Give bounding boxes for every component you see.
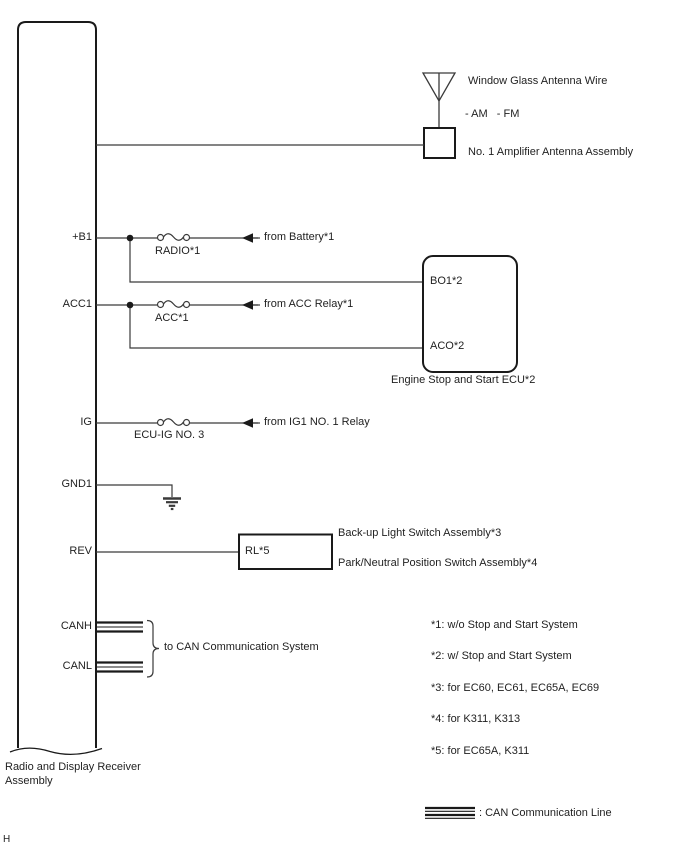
can-legend-label: : CAN Communication Line bbox=[479, 807, 612, 819]
device-caption-line1: Radio and Display Receiver bbox=[5, 761, 141, 773]
can-brace bbox=[146, 619, 160, 678]
acc1-circuit bbox=[96, 300, 423, 349]
acc1-junction-dot bbox=[126, 301, 134, 309]
ecu-pin-aco: ACO*2 bbox=[430, 340, 465, 352]
rev-relay-box bbox=[238, 533, 333, 570]
terminal-ig: IG bbox=[80, 416, 92, 428]
terminal-b1: +B1 bbox=[72, 231, 92, 243]
backup-light-switch-label: Back-up Light Switch Assembly*3 bbox=[338, 527, 502, 539]
ecu-box bbox=[422, 255, 518, 373]
device-caption-line2: Assembly bbox=[5, 775, 53, 787]
fuse-acc-label: ACC*1 bbox=[155, 312, 189, 324]
fuse-ecu-ig-label: ECU-IG NO. 3 bbox=[134, 429, 205, 441]
gnd1-circuit bbox=[96, 484, 181, 511]
canh-line bbox=[96, 621, 143, 633]
b1-circuit bbox=[96, 233, 423, 283]
amplifier-box bbox=[423, 127, 456, 159]
antenna-symbol bbox=[421, 72, 457, 128]
terminal-gnd1: GND1 bbox=[61, 478, 92, 490]
footnote-2: *2: w/ Stop and Start System bbox=[431, 650, 572, 662]
antenna-bands-label: - AM - FM bbox=[465, 108, 520, 120]
footnote-3: *3: for EC60, EC61, EC65A, EC69 bbox=[431, 682, 600, 694]
ig-circuit bbox=[96, 418, 260, 427]
terminal-canl: CANL bbox=[62, 660, 92, 672]
can-legend-symbol bbox=[425, 806, 475, 819]
park-neutral-switch-label: Park/Neutral Position Switch Assembly*4 bbox=[338, 557, 538, 569]
break-wave bbox=[9, 747, 103, 756]
ecu-pin-bo1: BO1*2 bbox=[430, 275, 463, 287]
ig-arrow-icon bbox=[242, 418, 253, 428]
can-destination-label: to CAN Communication System bbox=[164, 641, 319, 653]
window-glass-antenna-label: Window Glass Antenna Wire bbox=[468, 75, 608, 87]
amplifier-assembly-label: No. 1 Amplifier Antenna Assembly bbox=[468, 146, 634, 158]
rev-relay-label: RL*5 bbox=[245, 545, 270, 557]
ecu-caption: Engine Stop and Start ECU*2 bbox=[391, 374, 536, 386]
footnote-5: *5: for EC65A, K311 bbox=[431, 745, 530, 757]
b1-arrow-icon bbox=[242, 233, 253, 243]
terminal-rev: REV bbox=[69, 545, 92, 557]
footnote-4: *4: for K311, K313 bbox=[431, 713, 521, 725]
page-marker: H bbox=[3, 834, 11, 845]
from-acc-relay-label: from ACC Relay*1 bbox=[264, 298, 354, 310]
fuse-radio-label: RADIO*1 bbox=[155, 245, 201, 257]
acc1-arrow-icon bbox=[242, 300, 253, 310]
b1-junction-dot bbox=[126, 234, 134, 242]
from-ig1-relay-label: from IG1 NO. 1 Relay bbox=[264, 416, 370, 428]
from-battery-label: from Battery*1 bbox=[264, 231, 335, 243]
terminal-acc1: ACC1 bbox=[62, 298, 92, 310]
radio-receiver-box-outline bbox=[9, 21, 103, 756]
canl-line bbox=[96, 661, 143, 673]
terminal-canh: CANH bbox=[60, 620, 92, 632]
footnote-1: *1: w/o Stop and Start System bbox=[431, 619, 578, 631]
